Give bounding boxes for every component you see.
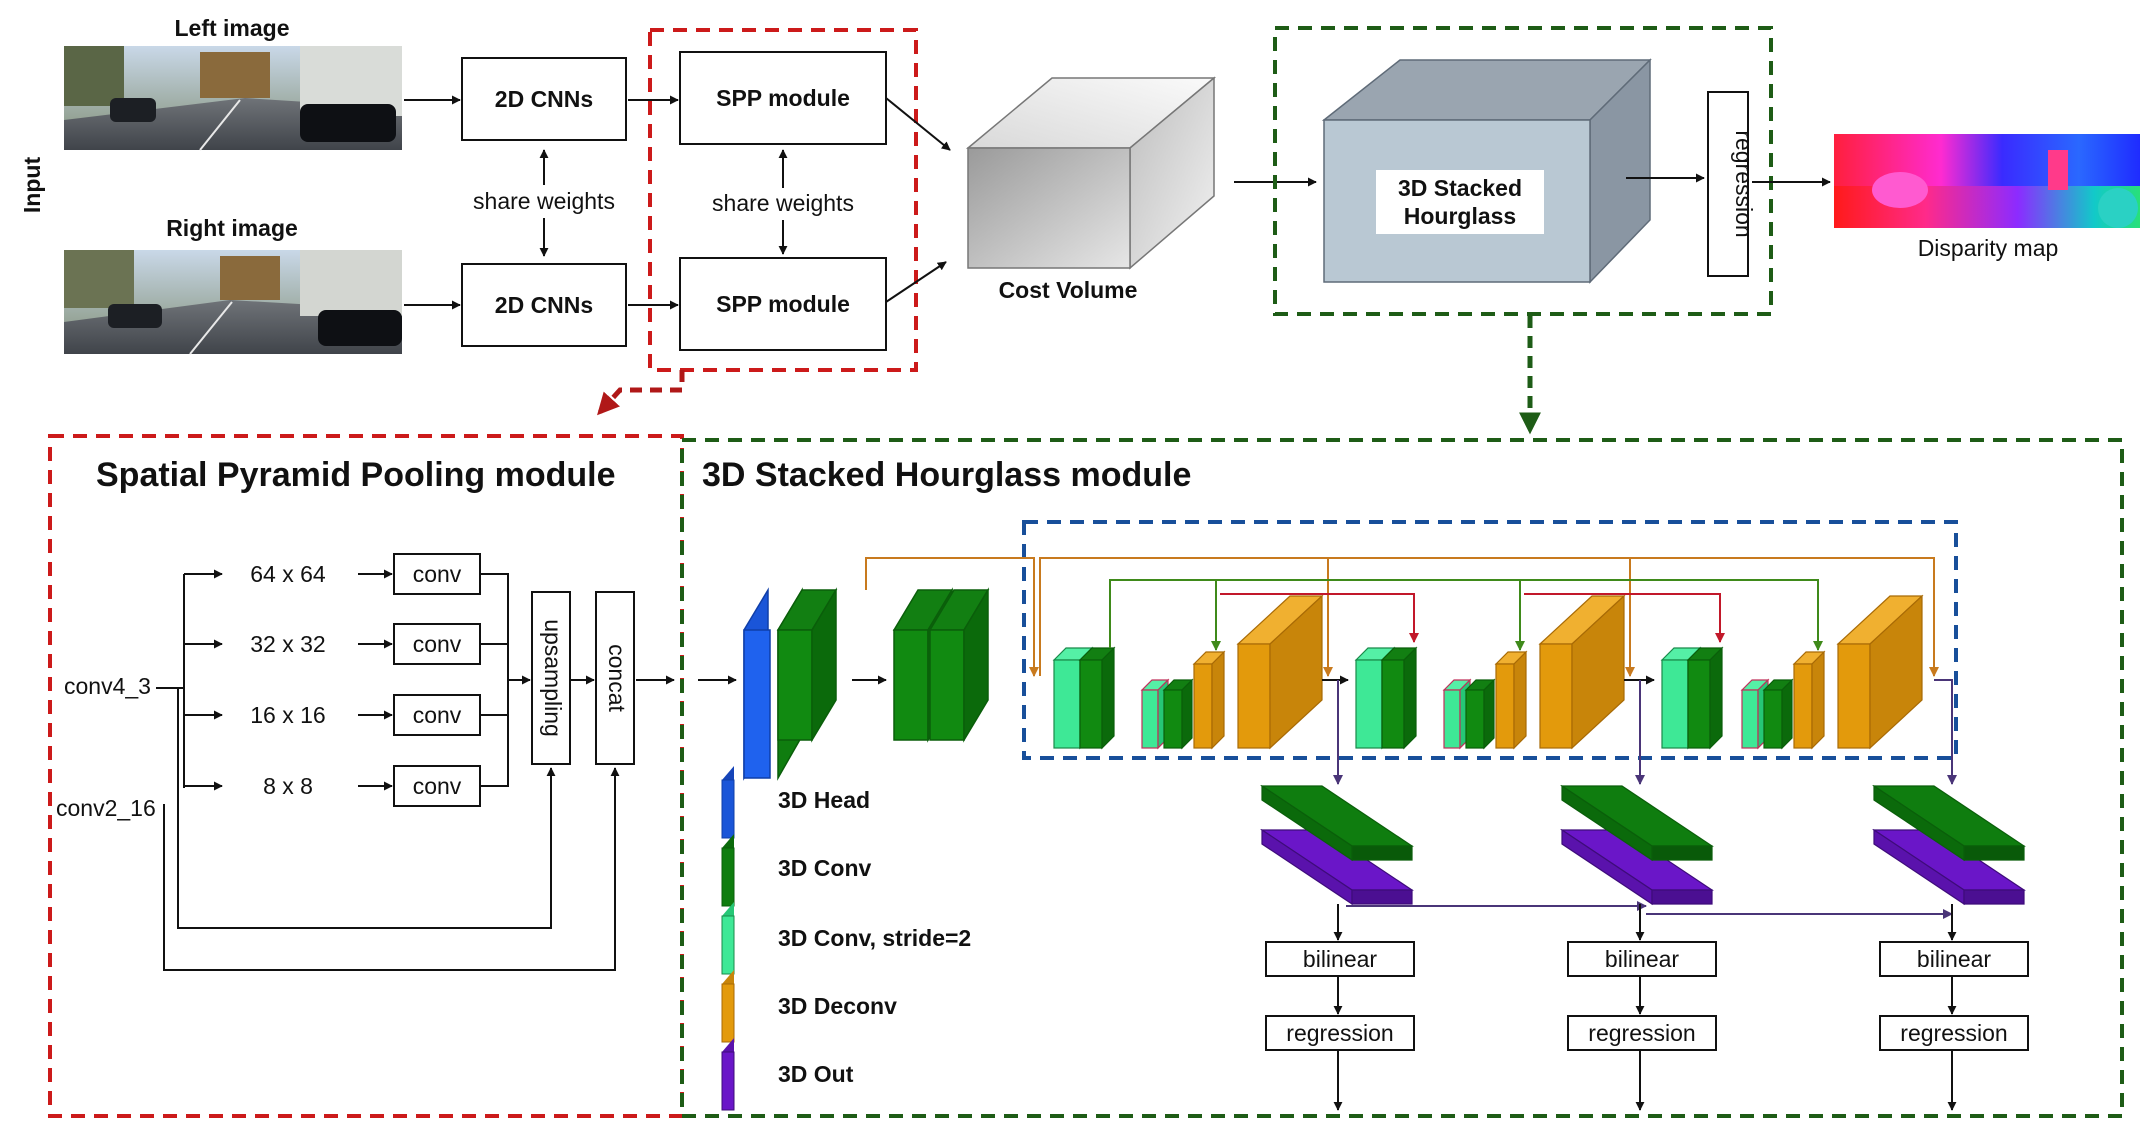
cnn-top-box bbox=[461, 57, 627, 141]
skip-conv4-upsampling bbox=[177, 688, 556, 929]
spp-input-conv4: conv4_3 bbox=[64, 673, 151, 699]
green-skip-arrows bbox=[1109, 579, 1823, 651]
legend-item-conv-stride: 3D Conv, stride=2 bbox=[721, 902, 971, 975]
pool-size-32: 32 x 32 bbox=[250, 631, 325, 657]
orange-skip-arrows bbox=[865, 557, 1939, 677]
bilinear-label-3: bilinear bbox=[1917, 946, 1991, 972]
connector-spp-detail bbox=[597, 370, 685, 416]
head-block-stack bbox=[743, 587, 838, 781]
regression-label: regression bbox=[1731, 130, 1757, 237]
spp-top-label: SPP module bbox=[716, 85, 850, 111]
spp-branches bbox=[184, 569, 223, 791]
bilinear-label-2: bilinear bbox=[1605, 946, 1679, 972]
regression-label-1: regression bbox=[1286, 1020, 1393, 1046]
concat-label: concat bbox=[604, 644, 630, 712]
pool-size-8: 8 x 8 bbox=[263, 773, 313, 799]
conv-block-stack bbox=[892, 587, 990, 743]
regression-box bbox=[1707, 91, 1749, 277]
spp-top-box bbox=[679, 51, 887, 145]
legend: 3D Head 3D Conv 3D Conv, stride=2 3D Dec… bbox=[721, 766, 971, 1111]
arrow-spp-top-cost bbox=[885, 97, 951, 151]
upsampling-box bbox=[531, 591, 571, 765]
disparity-map-image bbox=[1834, 134, 2140, 228]
hourglass-label-line2: Hourglass bbox=[1404, 203, 1516, 229]
legend-label-conv: 3D Conv bbox=[778, 855, 872, 881]
left-image bbox=[64, 46, 402, 151]
hourglass-unit-3 bbox=[1660, 594, 1924, 750]
output-branch-1 bbox=[1260, 784, 1415, 1111]
upsampling-label: upsampling bbox=[540, 619, 566, 737]
output-branch-2 bbox=[1560, 784, 1717, 1111]
left-image-label: Left image bbox=[174, 15, 289, 41]
right-image-label: Right image bbox=[166, 215, 298, 241]
hourglass-unit-1 bbox=[1052, 594, 1324, 750]
hourglass-cube bbox=[1321, 58, 1652, 284]
conv-box-4 bbox=[393, 765, 481, 807]
conv-box-2 bbox=[393, 623, 481, 665]
hourglass-label-line1: 3D Stacked bbox=[1398, 175, 1522, 201]
arrow-spp-bottom-cost bbox=[885, 261, 947, 303]
concat-box bbox=[595, 591, 635, 765]
legend-label-out: 3D Out bbox=[778, 1061, 854, 1087]
legend-label-deconv: 3D Deconv bbox=[778, 993, 897, 1019]
legend-item-out: 3D Out bbox=[721, 1038, 854, 1111]
spp-highlight-frame bbox=[648, 28, 918, 372]
spp-panel-frame bbox=[48, 434, 684, 1118]
bilinear-label-1: bilinear bbox=[1303, 946, 1377, 972]
conv-label-3: conv bbox=[413, 702, 462, 728]
conv-label-1: conv bbox=[413, 561, 462, 587]
conv-label-2: conv bbox=[413, 631, 462, 657]
purple-output-arrows bbox=[1333, 679, 1957, 919]
share-weights-spp: share weights bbox=[712, 190, 854, 216]
right-image bbox=[64, 250, 402, 355]
pool-size-64: 64 x 64 bbox=[250, 561, 326, 587]
regression-label-3: regression bbox=[1900, 1020, 2007, 1046]
legend-label-head: 3D Head bbox=[778, 787, 870, 813]
cnn-top-label: 2D CNNs bbox=[495, 86, 593, 112]
skip-conv2-concat bbox=[163, 767, 620, 971]
spp-input-conv2: conv2_16 bbox=[56, 795, 156, 821]
conv-label-4: conv bbox=[413, 773, 462, 799]
spp-panel-title: Spatial Pyramid Pooling module bbox=[96, 456, 616, 494]
legend-label-conv-stride: 3D Conv, stride=2 bbox=[778, 925, 971, 951]
legend-item-deconv: 3D Deconv bbox=[721, 970, 897, 1043]
legend-item-head: 3D Head bbox=[721, 766, 870, 839]
cost-volume-label: Cost Volume bbox=[999, 277, 1138, 303]
spp-bottom-label: SPP module bbox=[716, 291, 850, 317]
spp-bottom-box bbox=[679, 257, 887, 351]
hourglass-unit-2 bbox=[1354, 594, 1626, 750]
conv-to-upsampling-lines bbox=[480, 573, 531, 787]
pool-size-16: 16 x 16 bbox=[250, 702, 325, 728]
cnn-bottom-box bbox=[461, 263, 627, 347]
regression-label-2: regression bbox=[1588, 1020, 1695, 1046]
input-label: Input bbox=[19, 157, 45, 214]
cost-volume-cube bbox=[965, 76, 1217, 270]
legend-item-conv: 3D Conv bbox=[721, 834, 872, 907]
share-weights-cnn: share weights bbox=[473, 188, 615, 214]
cnn-bottom-label: 2D CNNs bbox=[495, 292, 593, 318]
pool-conv-arrows bbox=[358, 569, 393, 791]
red-skip-arrows bbox=[1220, 593, 1725, 643]
conv-box-3 bbox=[393, 694, 481, 736]
hourglass-panel-title: 3D Stacked Hourglass module bbox=[702, 456, 1191, 494]
output-branch-3 bbox=[1872, 784, 2029, 1111]
disparity-map-label: Disparity map bbox=[1918, 235, 2059, 261]
conv-box-1 bbox=[393, 553, 481, 595]
hourglass-panel-frame bbox=[680, 438, 2124, 1118]
stacked-hourglass-frame bbox=[1022, 520, 1958, 760]
